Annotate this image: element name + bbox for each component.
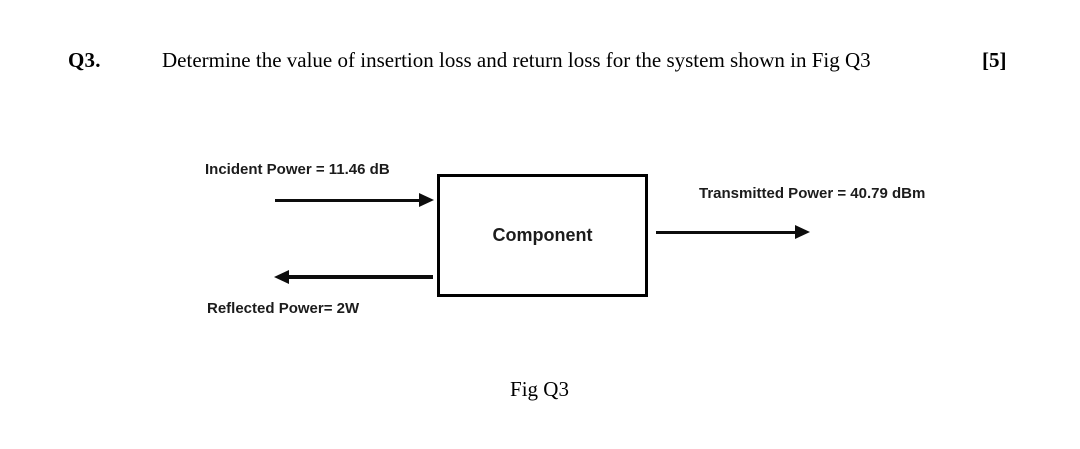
arrow-line (275, 198, 419, 202)
transmitted-power-label: Transmitted Power = 40.79 dBm (699, 185, 926, 202)
question-text: Determine the value of insertion loss an… (162, 48, 871, 72)
reflected-power-label: Reflected Power= 2W (207, 300, 360, 317)
arrowhead-right-icon (795, 225, 810, 239)
reflected-power-arrow (274, 270, 433, 284)
arrow-line (289, 275, 433, 279)
component-box: Component (437, 174, 648, 297)
arrowhead-left-icon (274, 270, 289, 284)
component-label: Component (492, 225, 593, 245)
question-number: Q3. (68, 48, 101, 72)
arrow-line (656, 230, 795, 234)
transmitted-power-arrow (656, 225, 810, 239)
incident-power-arrow (275, 193, 434, 207)
question-marks: [5] (982, 48, 1007, 72)
figure-caption: Fig Q3 (510, 377, 569, 401)
arrowhead-right-icon (419, 193, 434, 207)
incident-power-label: Incident Power = 11.46 dB (205, 161, 390, 178)
